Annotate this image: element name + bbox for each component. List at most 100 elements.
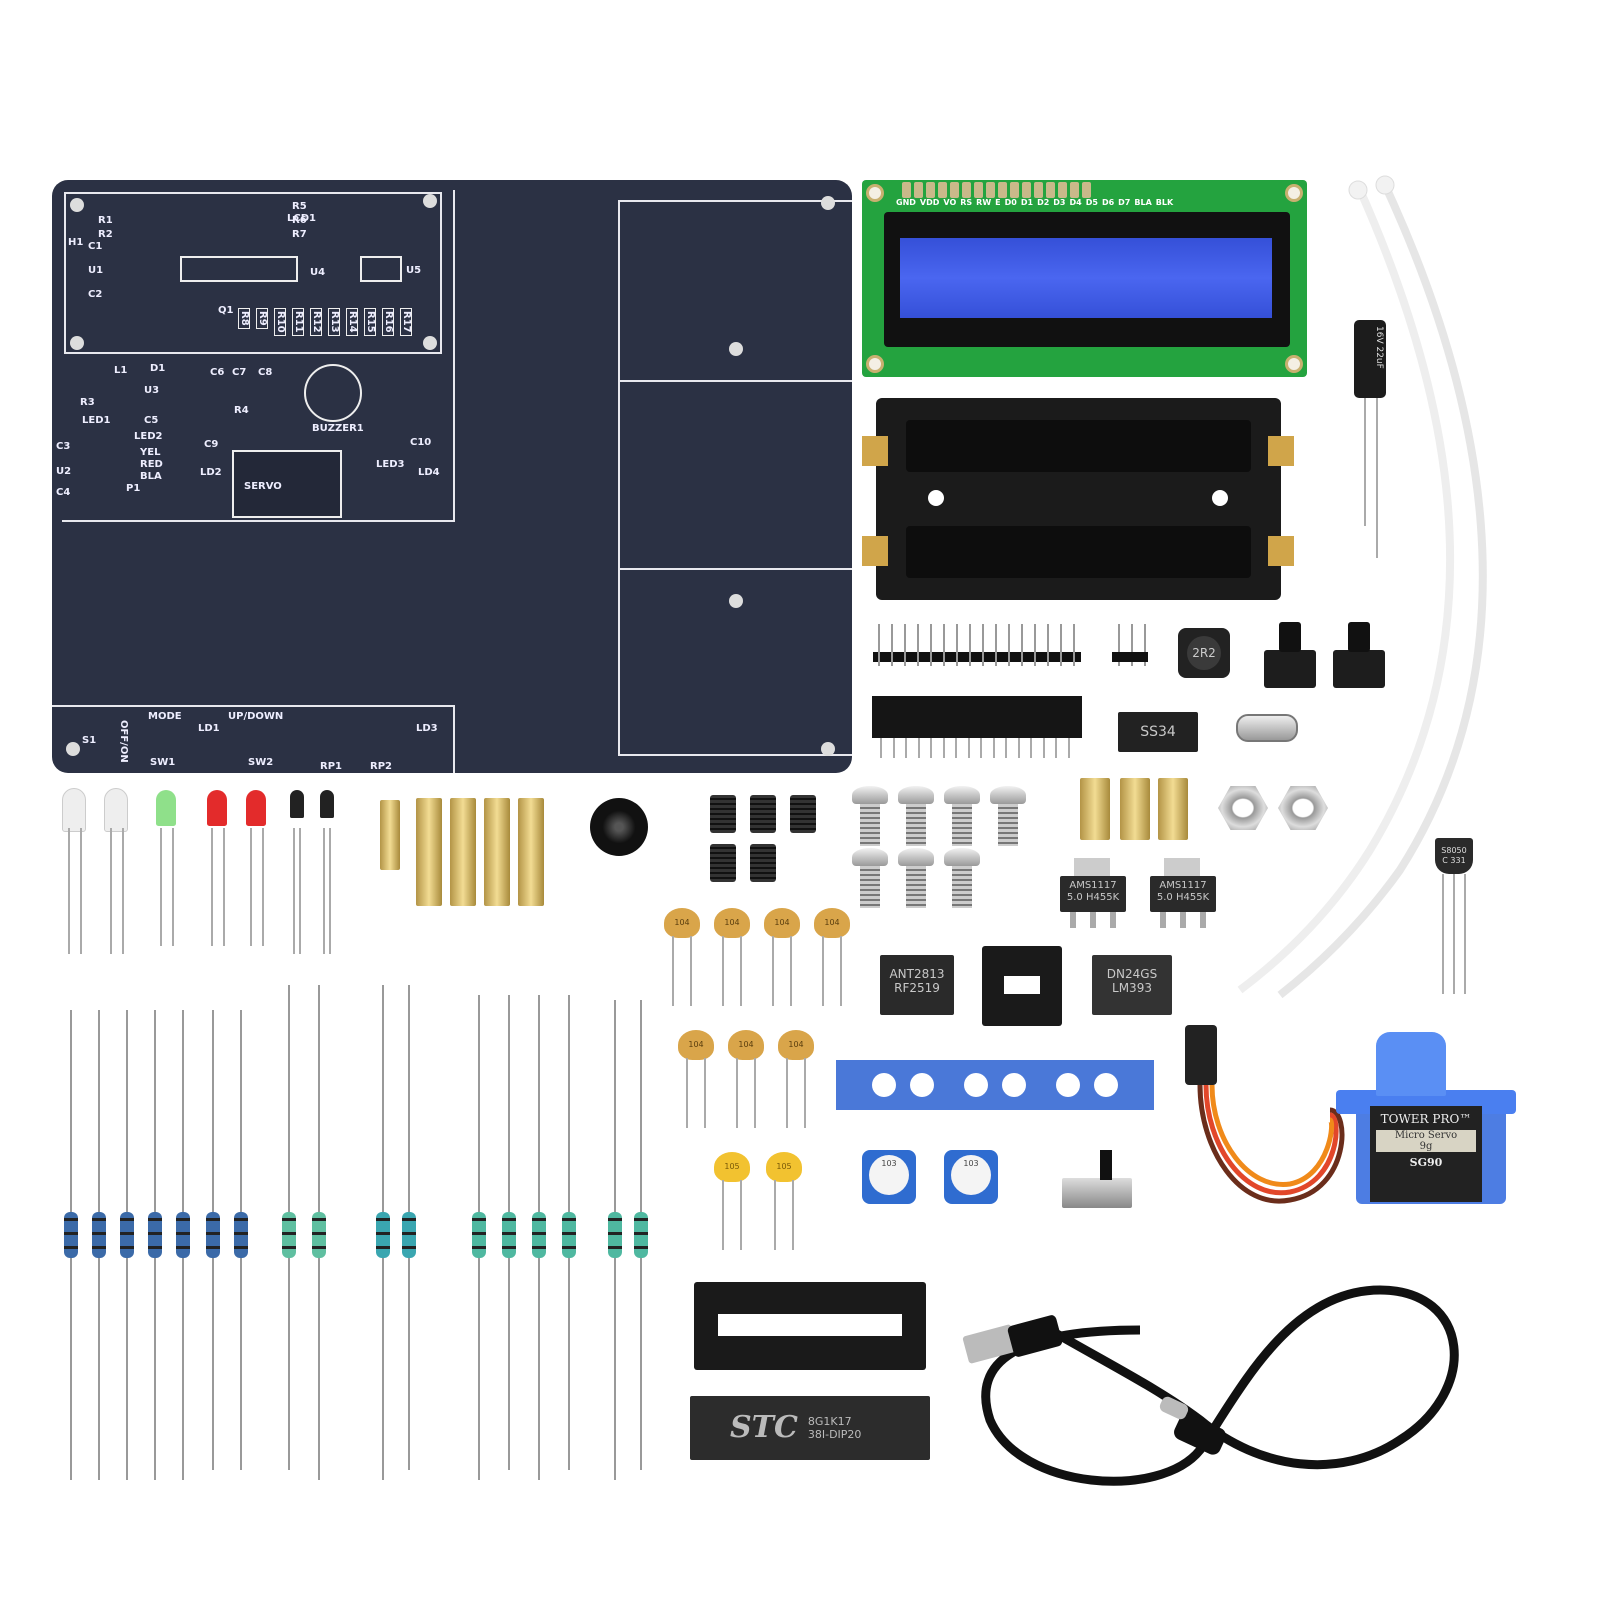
regulator-lead: [1070, 912, 1076, 928]
header-pin: [930, 738, 932, 758]
cap-lead: [772, 936, 774, 1006]
buzzer: [590, 798, 648, 856]
silk-resistor-label: R11: [292, 308, 304, 336]
resistor: [562, 995, 576, 1470]
standoff: [450, 798, 476, 906]
lcd-pin-label: D7: [1118, 198, 1131, 207]
screw-head: [944, 786, 980, 804]
transistor-s8050: S8050 C 331: [1435, 838, 1473, 874]
lcd-pin: [938, 182, 947, 198]
header-pin: [1144, 624, 1146, 666]
silver-screw: [852, 848, 888, 908]
mcu-line2: 38I-DIP20: [807, 1428, 862, 1441]
standoff: [518, 798, 544, 906]
screw-head: [990, 786, 1026, 804]
lcd-pin-label: D4: [1069, 198, 1082, 207]
resistor: [402, 985, 416, 1470]
ic-lm393: DN24GS LM393: [1092, 955, 1172, 1015]
female-header-16: [872, 696, 1082, 738]
lcd-pin: [950, 182, 959, 198]
regulator-tab: [1164, 858, 1200, 878]
cap-lead: [740, 1180, 742, 1250]
header-pin: [880, 738, 882, 758]
led-lead: [122, 828, 124, 954]
servo-model-line2: 9g: [1376, 1141, 1476, 1152]
header-pin: [905, 738, 907, 758]
silk-resistor-label: R12: [310, 308, 322, 336]
header-pin: [969, 624, 971, 666]
silk-label: C9: [204, 439, 219, 450]
header-pin: [967, 738, 970, 758]
silk-label: U1: [88, 265, 104, 276]
lcd-pin: [902, 182, 911, 198]
led-lead: [262, 828, 264, 946]
silk-label: R6: [292, 215, 307, 226]
ceramic-capacitor: 104: [814, 908, 850, 938]
silk-label: C5: [144, 415, 159, 426]
led-lead: [110, 828, 112, 954]
ceramic-capacitor: 104: [728, 1030, 764, 1060]
led-lead: [323, 828, 325, 954]
black-screw: [750, 795, 776, 833]
led-white-2: [104, 788, 128, 832]
screw-head: [898, 848, 934, 866]
header-pin: [1047, 624, 1049, 666]
header-pin: [917, 624, 919, 666]
regulator-tab: [1074, 858, 1110, 878]
resistor-body: [282, 1212, 296, 1258]
led-lead: [299, 828, 301, 954]
usb-cable: [962, 1285, 1459, 1486]
black-screw: [790, 795, 816, 833]
silk-label: RP2: [370, 761, 392, 772]
header-pin: [1131, 624, 1133, 666]
capacitor-voltage: 16V: [1374, 326, 1384, 344]
silk-label: R7: [292, 229, 307, 240]
cap-lead: [822, 936, 824, 1006]
silk-label: P1: [126, 483, 141, 494]
resistor-body: [608, 1212, 622, 1258]
silver-screw: [898, 786, 934, 846]
silk-label: LED3: [376, 459, 405, 470]
led-lead: [172, 828, 174, 946]
ic-socket-20pin: [694, 1282, 926, 1370]
header-pin: [980, 738, 982, 758]
standoff-nut: [1080, 778, 1110, 840]
silk-label: R5: [292, 201, 307, 212]
cap-lead: [704, 1058, 706, 1128]
lcd-pin-label: GND: [896, 198, 916, 207]
screw-head: [852, 848, 888, 866]
silk-resistor-label: R9: [256, 308, 268, 329]
black-screw: [710, 795, 736, 833]
battery-holder: [862, 398, 1294, 600]
resistor-body: [206, 1212, 220, 1258]
cap-lead: [792, 1180, 794, 1250]
mcu-line1: 8G1K17: [807, 1414, 852, 1428]
silk-label: C10: [410, 437, 432, 448]
buzzer-footprint: [304, 364, 362, 422]
silk-label: UP/DOWN: [228, 711, 284, 722]
regulator-lead: [1160, 912, 1166, 928]
led-lead: [160, 828, 162, 946]
cap-lead: [840, 936, 842, 1006]
transistor-line1: S8050: [1441, 846, 1467, 855]
silk-label: U4: [310, 267, 326, 278]
lcd-pin-label: D6: [1101, 198, 1115, 207]
resistor-body: [64, 1212, 78, 1258]
regulator-line1: AMS1117: [1159, 880, 1207, 891]
resistor-body: [562, 1212, 576, 1258]
cap-lead: [790, 936, 792, 1006]
silk-label: L1: [114, 365, 128, 376]
screw-head: [852, 786, 888, 804]
silk-label: D1: [150, 363, 166, 374]
header-pin: [992, 738, 995, 758]
ic-lm-line2: LM393: [1112, 981, 1152, 996]
schottky-diode: SS34: [1118, 712, 1198, 752]
lcd-pin: [1010, 182, 1019, 198]
silk-label: R4: [234, 405, 249, 416]
led-lead: [293, 828, 295, 954]
silk-label: C1: [88, 241, 103, 252]
ic-socket-8pin: [982, 946, 1062, 1026]
servo-footprint: [232, 450, 342, 518]
header-pin: [995, 624, 997, 666]
